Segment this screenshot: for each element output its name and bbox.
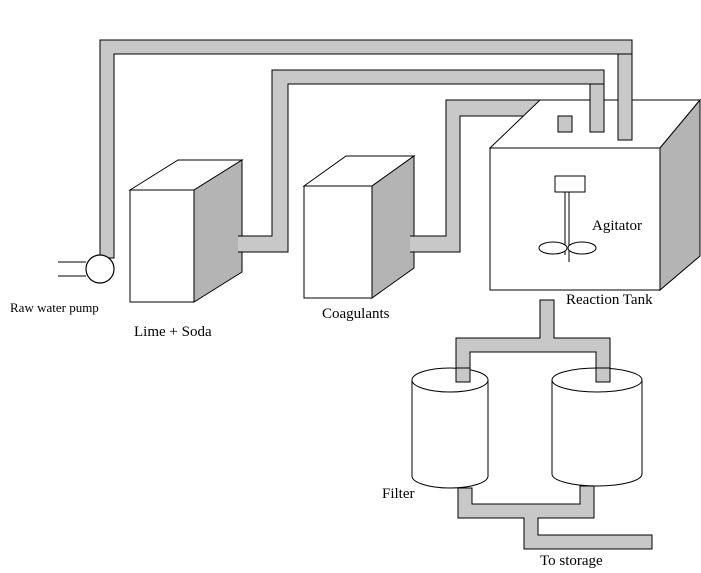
filter-label: Filter [382,486,415,502]
reaction-tank-label: Reaction Tank [566,292,653,308]
coagulants-box [302,155,418,299]
agitator-label: Agitator [592,218,642,234]
pump-label: Raw water pump [10,300,99,315]
lime-soda-box [128,159,246,303]
to-storage-label: To storage [540,553,603,569]
agitator-icon [538,175,597,262]
filter-left [411,367,489,489]
raw-water-pump [58,254,115,284]
lime-soda-label: Lime + Soda [134,324,212,340]
filter-right [551,367,643,487]
pump-icon [85,254,115,284]
tank-to-filter-pipe [455,299,611,379]
filter-outlet-pipe [457,485,653,550]
coagulants-label: Coagulants [322,306,390,322]
reaction-tank [488,53,701,292]
